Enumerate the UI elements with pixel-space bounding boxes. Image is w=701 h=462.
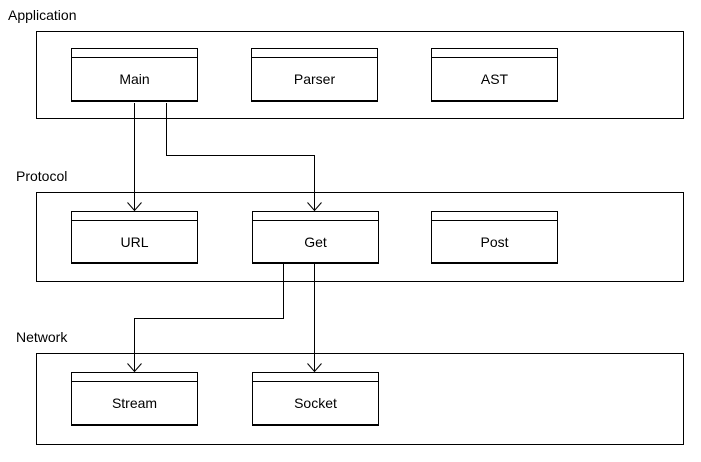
box-post-label: Post [480, 233, 509, 250]
box-url-label: URL [120, 233, 149, 250]
box-parser: Parser [251, 48, 378, 102]
box-url: URL [71, 211, 198, 264]
box-header [432, 49, 557, 58]
layer-rect-network [36, 353, 684, 445]
box-socket-label: Socket [294, 395, 337, 411]
box-parser-label: Parser [293, 71, 336, 87]
box-stream: Stream [71, 372, 198, 426]
box-header [253, 212, 378, 221]
box-header [252, 49, 377, 58]
layer-label-network: Network [16, 329, 68, 345]
box-main: Main [71, 48, 198, 102]
box-socket: Socket [252, 372, 379, 426]
box-header [72, 212, 197, 221]
box-header [253, 373, 378, 382]
box-stream-label: Stream [111, 395, 158, 411]
layer-label-protocol: Protocol [16, 168, 68, 184]
box-main-label: Main [119, 71, 150, 87]
box-get: Get [252, 211, 379, 264]
box-ast: AST [431, 48, 558, 102]
box-header [72, 373, 197, 382]
box-ast-label: AST [480, 71, 509, 87]
layer-rect-application [36, 31, 684, 119]
box-post: Post [431, 211, 558, 264]
box-header [72, 49, 197, 58]
box-header [432, 212, 557, 221]
layer-label-application: Application [8, 7, 77, 23]
layer-rect-protocol [36, 192, 684, 282]
box-get-label: Get [304, 233, 327, 250]
